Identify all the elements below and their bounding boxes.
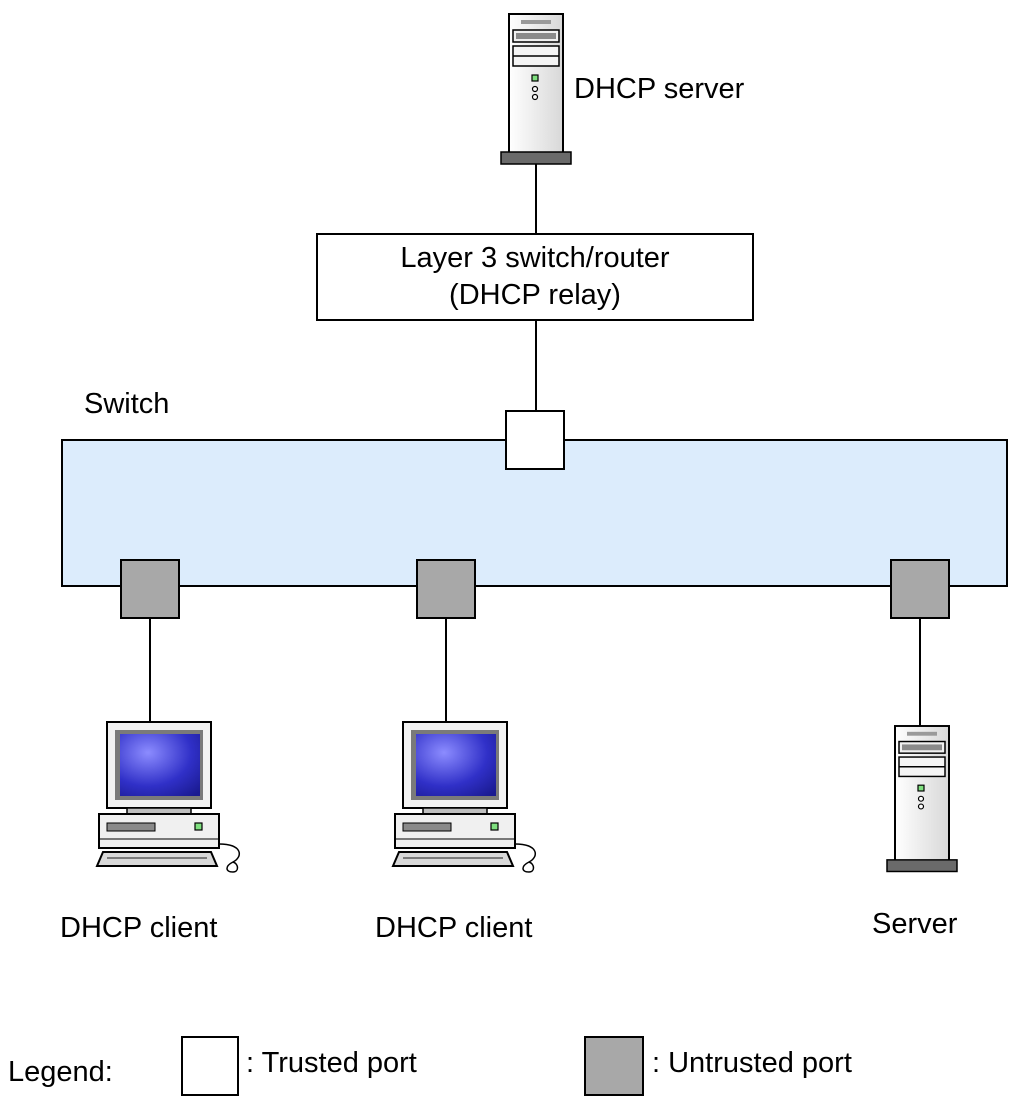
legend-untrusted-label: : Untrusted port (652, 1047, 852, 1079)
relay-label-line2: (DHCP relay) (449, 279, 621, 311)
switch-label: Switch (84, 388, 170, 420)
untrusted-port-server (890, 559, 950, 619)
dhcp-client-2-desktop-icon (392, 721, 537, 873)
untrusted-port-client2 (416, 559, 476, 619)
dhcp-server-tower-icon (500, 13, 572, 165)
legend-trusted-label: : Trusted port (246, 1047, 417, 1079)
untrusted-port-client1 (120, 559, 180, 619)
dhcp-client-2-label: DHCP client (375, 912, 533, 944)
layer3-switch-router-box: Layer 3 switch/router (DHCP relay) (316, 233, 754, 321)
dhcp-client-1-desktop-icon (96, 721, 241, 873)
server-label: Server (872, 908, 958, 940)
server-tower-icon (886, 725, 958, 873)
relay-label-line1: Layer 3 switch/router (400, 242, 670, 274)
legend-untrusted-swatch (584, 1036, 644, 1096)
dhcp-server-label: DHCP server (574, 73, 745, 105)
trusted-port (505, 410, 565, 470)
dhcp-client-1-label: DHCP client (60, 912, 218, 944)
legend-trusted-swatch (181, 1036, 239, 1096)
legend-title: Legend: (8, 1056, 113, 1088)
